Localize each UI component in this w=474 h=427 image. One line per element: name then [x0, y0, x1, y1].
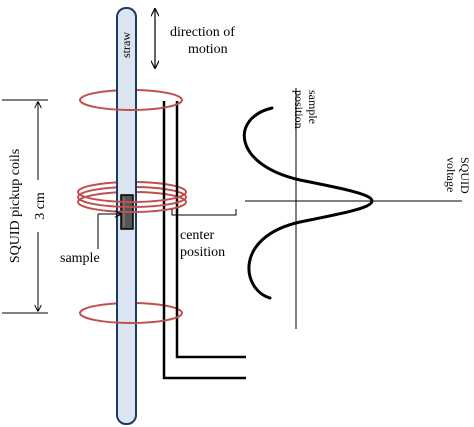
- sample-position-label-line1: sample: [306, 90, 320, 124]
- dimension-label-bg: [31, 180, 47, 232]
- coil-wire-leads: [162, 101, 246, 380]
- middle-coil-1-front: [77, 191, 187, 203]
- center-position-line1: center: [180, 228, 215, 243]
- direction-label-line1: direction of: [170, 25, 235, 40]
- center-position-bracket: [171, 209, 237, 216]
- coil-front-halves: [77, 99, 187, 324]
- middle-coil-2-front: [77, 196, 187, 208]
- bottom-coil-front: [79, 312, 183, 324]
- direction-label-line2: motion: [188, 42, 228, 57]
- lead-wire-inner: [162, 101, 246, 380]
- pickup-coils-label: SQUID pickup coils: [8, 149, 23, 263]
- squid-response-curve: [242, 106, 374, 300]
- middle-coil-3-front: [77, 201, 187, 213]
- straw-label: straw: [119, 32, 133, 58]
- sample-label: sample: [60, 251, 100, 266]
- sample-position-label-line2: position: [292, 90, 306, 129]
- center-position-line2: position: [180, 245, 225, 260]
- top-coil-front: [79, 99, 183, 111]
- dimension-label: 3 cm: [33, 192, 48, 220]
- lead-wire-outer: [175, 101, 246, 359]
- squid-voltage-label-line1: SQUID: [458, 157, 472, 194]
- squid-voltage-label-line2: voltage: [444, 157, 458, 192]
